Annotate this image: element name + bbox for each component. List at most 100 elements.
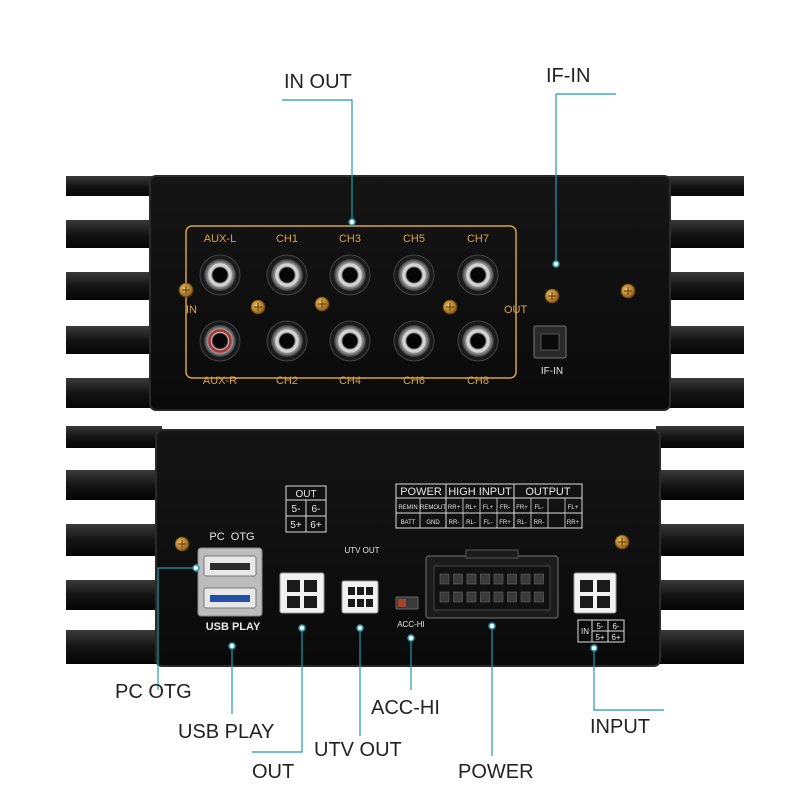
pin-r2-c8: RR-: [534, 520, 545, 526]
callout-acc-hi: ACC-HI: [371, 697, 440, 719]
leader-pc-otg: [157, 567, 196, 690]
acc-hi-switch: [395, 596, 419, 610]
pin-r2-c6: FR+: [499, 520, 511, 526]
screws: [174, 282, 636, 552]
pin-r2-c4: RL-: [466, 520, 476, 526]
leader-lines: [157, 93, 664, 756]
screw: [544, 288, 560, 304]
in-cell-6-plus: 6+: [611, 633, 620, 642]
pin-r1-c4: RL+: [465, 505, 477, 511]
screw: [250, 299, 266, 315]
out-cell-5-plus: 5+: [290, 520, 302, 531]
out-cell-6-plus: 6+: [310, 520, 322, 531]
screw: [174, 536, 190, 552]
connector-pin: [520, 573, 531, 585]
label-ch6: CH6: [403, 375, 425, 387]
connector-pin: [466, 573, 477, 585]
rca-jack: [393, 254, 435, 296]
in-cell-5-minus: 5-: [596, 622, 603, 631]
pin-r1-c5: FL+: [483, 505, 494, 511]
optical-input: [533, 325, 567, 359]
screw: [614, 534, 630, 550]
pinout-header-high-input: HIGH INPUT: [448, 486, 512, 498]
connector-pin: [453, 573, 463, 585]
top-left-fins: [66, 176, 160, 408]
pin-r2-c9: RR+: [567, 520, 580, 526]
rca-jack: [199, 320, 241, 362]
pinout-table: POWER HIGH INPUT OUTPUT REMIN REMOUT RR+…: [395, 483, 583, 529]
label-ch2: CH2: [276, 375, 298, 387]
rca-jack: [329, 254, 371, 296]
callout-in-out: IN OUT: [284, 71, 352, 93]
utv-out-connector: [341, 580, 379, 614]
pinout-header-output: OUTPUT: [525, 486, 571, 498]
rca-jacks: [199, 254, 499, 362]
connector-pin: [534, 591, 544, 603]
connector-pin: [480, 573, 490, 585]
label-in: IN: [186, 304, 197, 316]
bottom-right-fins: [656, 426, 744, 664]
label-usb-play: USB PLAY: [206, 621, 261, 633]
power-connector: [425, 549, 559, 619]
label-aux-l: AUX-L: [204, 233, 236, 245]
rca-jack: [199, 254, 241, 296]
pin-r2-c2: GND: [426, 520, 440, 526]
out-cell-5-minus: 5-: [292, 504, 301, 515]
label-out: OUT: [504, 304, 528, 316]
pin-r1-c3: RR+: [448, 505, 461, 511]
rca-jack: [457, 254, 499, 296]
connector-pin: [493, 573, 504, 585]
pin-r1-c1: REMIN: [398, 505, 417, 511]
leader-input: [593, 648, 664, 711]
label-pc-otg: PC OTG: [209, 531, 254, 543]
leader-in-out: [282, 99, 353, 222]
rca-frame: [185, 225, 517, 379]
out-connector: [279, 572, 325, 614]
out-table: OUT 5- 6- 5+ 6+: [285, 485, 327, 533]
connector-pin: [439, 591, 450, 603]
pin-r1-c8: FL-: [535, 505, 544, 511]
callout-pc-otg: PC OTG: [115, 681, 192, 703]
connector-pin: [507, 591, 517, 603]
pin-r1-c6: FR-: [500, 505, 510, 511]
rca-jack: [457, 320, 499, 362]
rca-jack: [266, 254, 308, 296]
pin-r2-c7: RL-: [517, 520, 527, 526]
label-aux-r: AUX-R: [203, 375, 237, 387]
screw: [314, 296, 330, 312]
out-table-title: OUT: [295, 489, 316, 500]
label-ch8: CH8: [467, 375, 489, 387]
connector-pin: [480, 591, 490, 603]
top-right-fins: [660, 176, 744, 408]
input-connector: [573, 572, 617, 614]
connector-pin: [493, 591, 504, 603]
rca-jack: [393, 320, 435, 362]
label-ch7: CH7: [467, 233, 489, 245]
connector-pin: [466, 591, 477, 603]
leader-out: [252, 628, 303, 753]
in-table-title: IN: [581, 627, 589, 636]
pinout-header-power: POWER: [400, 486, 442, 498]
label-if-in: IF-IN: [541, 366, 563, 377]
label-ch4: CH4: [339, 375, 361, 387]
label-acc-hi: ACC-HI: [397, 620, 425, 629]
callout-usb-play: USB PLAY: [178, 721, 275, 743]
connector-pin: [534, 573, 544, 585]
callout-input: INPUT: [590, 716, 650, 738]
in-cell-6-minus: 6-: [612, 622, 619, 631]
leader-if-in: [555, 93, 616, 264]
leader-dots: [192, 218, 598, 652]
power-connector-pins: [439, 573, 544, 603]
connector-pin: [439, 573, 450, 585]
out-cell-6-minus: 6-: [312, 504, 321, 515]
label-utv-out: UTV OUT: [344, 546, 379, 555]
pin-r1-c2: REMOUT: [420, 505, 446, 511]
label-ch3: CH3: [339, 233, 361, 245]
pin-r2-c1: BATT: [401, 520, 416, 526]
screw: [620, 283, 636, 299]
callout-out: OUT: [252, 761, 295, 783]
rca-jack: [329, 320, 371, 362]
pin-r2-c3: RR-: [449, 520, 460, 526]
